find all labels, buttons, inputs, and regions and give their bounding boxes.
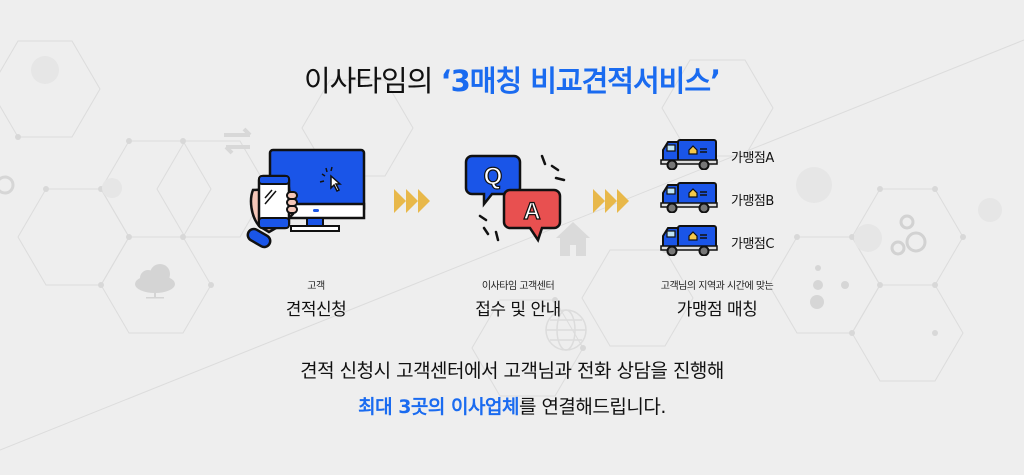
house-icon	[556, 222, 590, 256]
description-line-1: 견적 신청시 고객센터에서 고객님과 전화 상담을 진행해	[300, 360, 724, 382]
step-3-title: 가맹점 매칭	[676, 300, 758, 320]
svg-text:Q: Q	[484, 163, 503, 190]
step-2-title: 접수 및 안내	[475, 300, 561, 320]
title-highlight: ‘3매칭 비교견적서비스’	[440, 64, 721, 98]
moving-truck-icon	[660, 139, 718, 170]
description-highlight: 최대 3곳의 이사업체	[358, 396, 519, 418]
sync-arrows-icon	[224, 127, 252, 155]
step-2-label: 이사타임 고객센터 접수 및 안내	[398, 277, 638, 320]
qa-chat-bubbles-icon: Q A	[464, 154, 566, 243]
branch-label-c: 가맹점C	[731, 237, 774, 252]
svg-text:A: A	[523, 198, 540, 225]
globe-icon	[545, 309, 587, 351]
page-title: 이사타임의 ‘3매칭 비교견적서비스’	[0, 58, 1024, 100]
triple-arrow-icon	[593, 189, 629, 213]
monitor-phone-click-icon	[246, 148, 366, 249]
gears-icon	[890, 214, 927, 256]
step-2-caption: 이사타임 고객센터	[481, 281, 555, 292]
triple-arrow-icon	[394, 189, 430, 213]
description-rest: 를 연결해드립니다.	[518, 396, 666, 418]
step-1-title: 견적신청	[285, 300, 347, 320]
branch-label-a: 가맹점A	[731, 151, 774, 166]
moving-truck-icon	[660, 225, 718, 256]
description-line-2: 최대 3곳의 이사업체를 연결해드립니다.	[0, 392, 1024, 419]
title-prefix: 이사타임의	[303, 64, 441, 98]
step-1-caption: 고객	[307, 281, 325, 292]
step-3-caption: 고객님의 지역과 시간에 맞는	[660, 281, 774, 292]
branch-label-b: 가맹점B	[731, 194, 774, 209]
step-1-label: 고객 견적신청	[196, 277, 436, 320]
step-3-label: 고객님의 지역과 시간에 맞는 가맹점 매칭	[597, 277, 837, 320]
cloud-icon	[135, 264, 175, 299]
moving-truck-icon	[660, 182, 718, 213]
